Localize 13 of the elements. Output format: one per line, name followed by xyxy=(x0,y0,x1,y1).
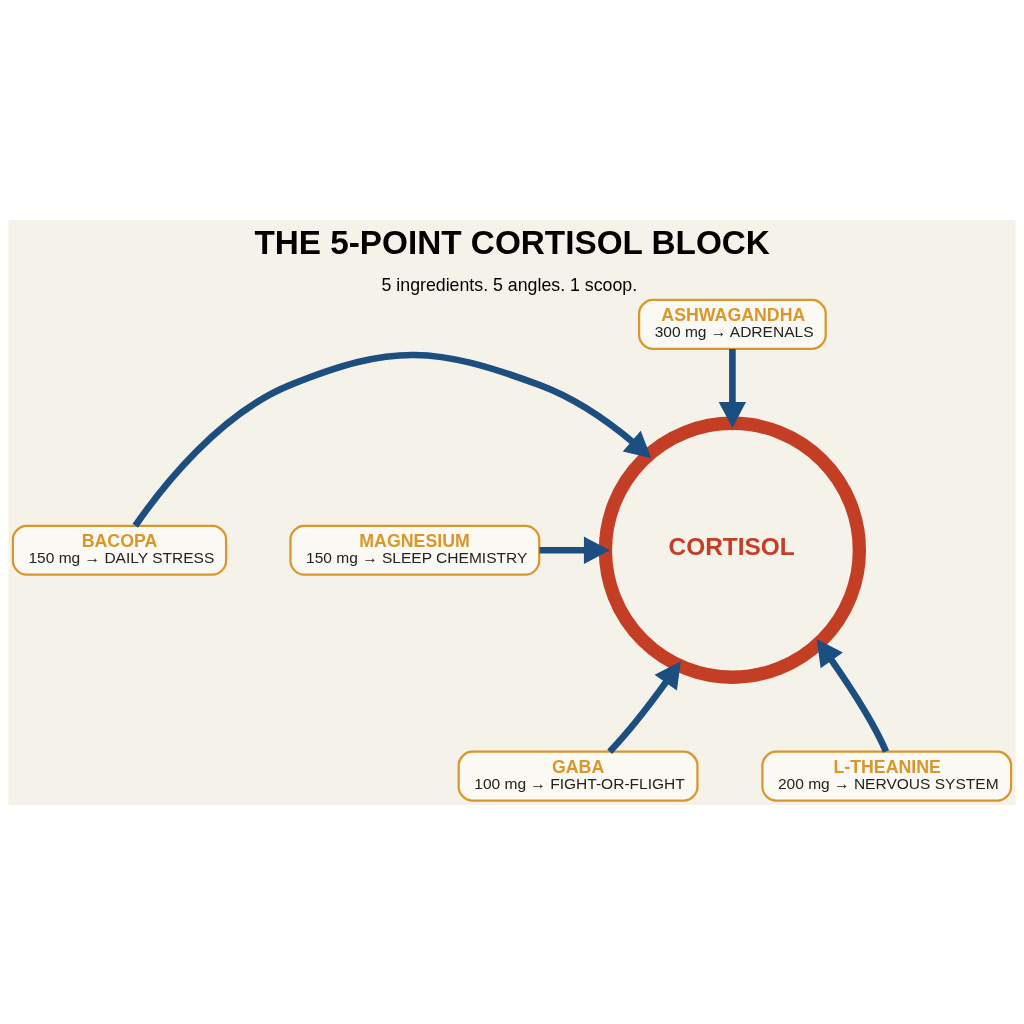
node-box: MAGNESIUM 150 mg → SLEEP CHEMISTRY xyxy=(289,524,541,576)
caption: 5 ingredients. 5 angles. 1 scoop. xyxy=(381,274,638,295)
node-box: BACOPA 150 mg → DAILY STRESS xyxy=(11,524,228,576)
arrow xyxy=(718,348,747,428)
arrow xyxy=(607,660,681,754)
arrow xyxy=(539,536,610,564)
node-box: L-THEANINE 200 mg → NERVOUS SYSTEM xyxy=(761,750,1013,802)
node-box: ASHWAGANDHA 300 mg → ADRENALS xyxy=(638,298,827,350)
diagram-title: THE 5-POINT CORTISOL BLOCK xyxy=(254,223,770,261)
arrow xyxy=(816,638,890,753)
node-box: GABA 100 mg → FIGHT-OR-FLIGHT xyxy=(457,750,699,802)
node-circle: CORTISOL xyxy=(598,416,867,684)
arrow xyxy=(132,351,652,528)
